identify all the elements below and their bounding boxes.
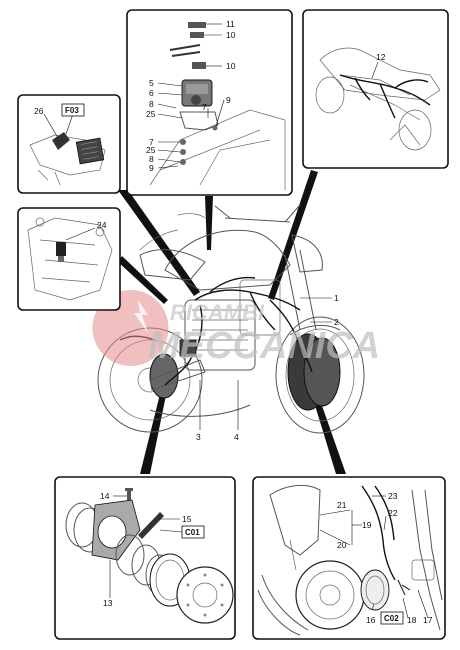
detail-panel-rear-sensor: 14 15 C01 13 <box>54 476 236 640</box>
connector-code-box-f03 <box>61 103 85 117</box>
detail-panel-sensor: 24 <box>17 207 121 311</box>
callout-1: 1 <box>334 293 339 303</box>
callout-14: 14 <box>100 491 110 501</box>
callout-7a: 7 <box>149 137 154 147</box>
callout-6: 6 <box>149 88 154 98</box>
callout-13: 13 <box>103 598 113 608</box>
callout-24: 24 <box>97 220 107 230</box>
callout-26: 26 <box>34 106 44 116</box>
detail-panel-front-sensor: 21 19 20 23 22 16 C02 18 17 <box>252 476 446 640</box>
connector-code-f03: F03 <box>65 106 79 115</box>
callout-7b: 7 <box>202 102 207 112</box>
detail-panel-abs: 11 10 10 5 6 8 25 7 25 8 9 9 7 <box>126 9 293 196</box>
callout-25b: 25 <box>146 145 156 155</box>
detail-panel-harness: 12 <box>302 9 449 169</box>
connector-code-c01: C01 <box>185 528 200 537</box>
callout-4: 4 <box>234 432 239 442</box>
callout-9a: 9 <box>226 95 231 105</box>
connector-code-c02: C02 <box>384 614 399 623</box>
connector-code-box-c01 <box>181 525 205 539</box>
callout-9b: 9 <box>149 163 154 173</box>
callout-8a: 8 <box>149 99 154 109</box>
callout-8b: 8 <box>149 154 154 164</box>
callout-22: 22 <box>388 508 398 518</box>
callout-10b: 10 <box>226 61 236 71</box>
callout-12: 12 <box>376 52 386 62</box>
watermark-line2: MECCANICA <box>148 325 380 367</box>
callout-17: 17 <box>423 615 433 625</box>
callout-19: 19 <box>362 520 372 530</box>
callout-5: 5 <box>149 78 154 88</box>
callout-25a: 25 <box>146 109 156 119</box>
detail-panel-f03: 26 F03 <box>17 94 121 194</box>
callout-16: 16 <box>366 615 376 625</box>
panel-pointers <box>118 170 346 474</box>
callout-2: 2 <box>334 317 339 327</box>
main-callouts: 1 2 3 4 <box>196 293 339 442</box>
watermark-line1: RICAMBI <box>170 300 265 325</box>
callout-21: 21 <box>337 500 347 510</box>
callout-11: 11 <box>226 19 235 29</box>
connector-code-box-c02 <box>380 611 404 625</box>
callout-15: 15 <box>182 514 192 524</box>
callout-3: 3 <box>196 432 201 442</box>
callout-23: 23 <box>388 491 398 501</box>
callout-18: 18 <box>407 615 417 625</box>
callout-20: 20 <box>337 540 347 550</box>
motorcycle-overview <box>97 204 365 434</box>
callout-10a: 10 <box>226 30 236 40</box>
